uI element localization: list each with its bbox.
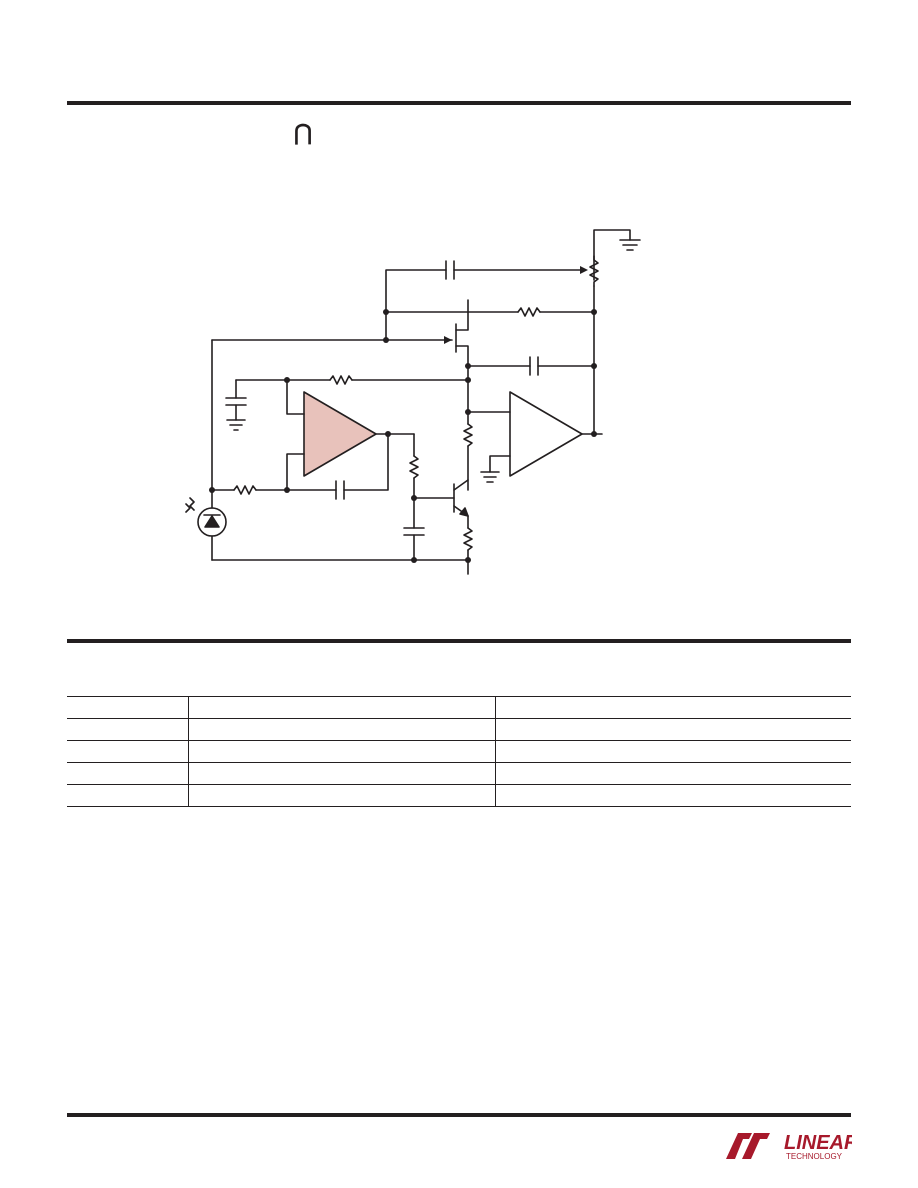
table-cell <box>494 718 851 741</box>
table-row <box>67 740 851 763</box>
footer-rule <box>67 1113 851 1117</box>
capacitor-base <box>403 527 425 561</box>
capacitor-mid <box>467 356 595 376</box>
photodiode <box>185 497 227 561</box>
related-parts-table <box>67 696 851 807</box>
op-amp-input <box>286 379 389 500</box>
table-row <box>67 696 851 719</box>
table-cell <box>494 740 851 763</box>
resistor-emitter <box>463 515 473 575</box>
linear-technology-logo: LINEAR TECHNOLOGY <box>726 1132 852 1161</box>
logo-line1: LINEAR <box>784 1132 852 1154</box>
table-row <box>67 784 851 807</box>
capacitor-top <box>385 260 585 341</box>
table-cell <box>67 718 188 741</box>
junction-dots <box>209 309 597 563</box>
capacitor-left <box>225 379 247 431</box>
table-cell <box>67 784 188 807</box>
op-amp-output <box>467 391 603 483</box>
logo-line2: TECHNOLOGY <box>786 1152 843 1161</box>
table-cell <box>187 784 495 807</box>
table-cell <box>494 784 851 807</box>
resistor-input <box>211 485 288 495</box>
resistor-base <box>387 433 419 529</box>
table-cell <box>67 762 188 785</box>
table-cell <box>187 696 495 719</box>
top-rule <box>67 101 851 105</box>
bjt-transistor <box>413 479 469 517</box>
table-row <box>67 762 851 785</box>
circuit-schematic <box>185 229 641 575</box>
resistor-feedback-top <box>385 307 595 317</box>
table-cell <box>67 740 188 763</box>
jfet-transistor <box>211 299 469 367</box>
table-cell <box>187 740 495 763</box>
resistor-column <box>463 423 473 491</box>
table-cell <box>494 762 851 785</box>
section-rule <box>67 639 851 643</box>
table-cell <box>187 762 495 785</box>
potentiometer <box>589 255 599 287</box>
table-cell <box>67 696 188 719</box>
table-row <box>67 718 851 741</box>
heading-glyph: ⋂ <box>294 120 313 145</box>
table-cell <box>494 696 851 719</box>
resistor-input-top <box>235 375 469 385</box>
ground-symbol-top <box>593 229 641 281</box>
table-cell <box>187 718 495 741</box>
